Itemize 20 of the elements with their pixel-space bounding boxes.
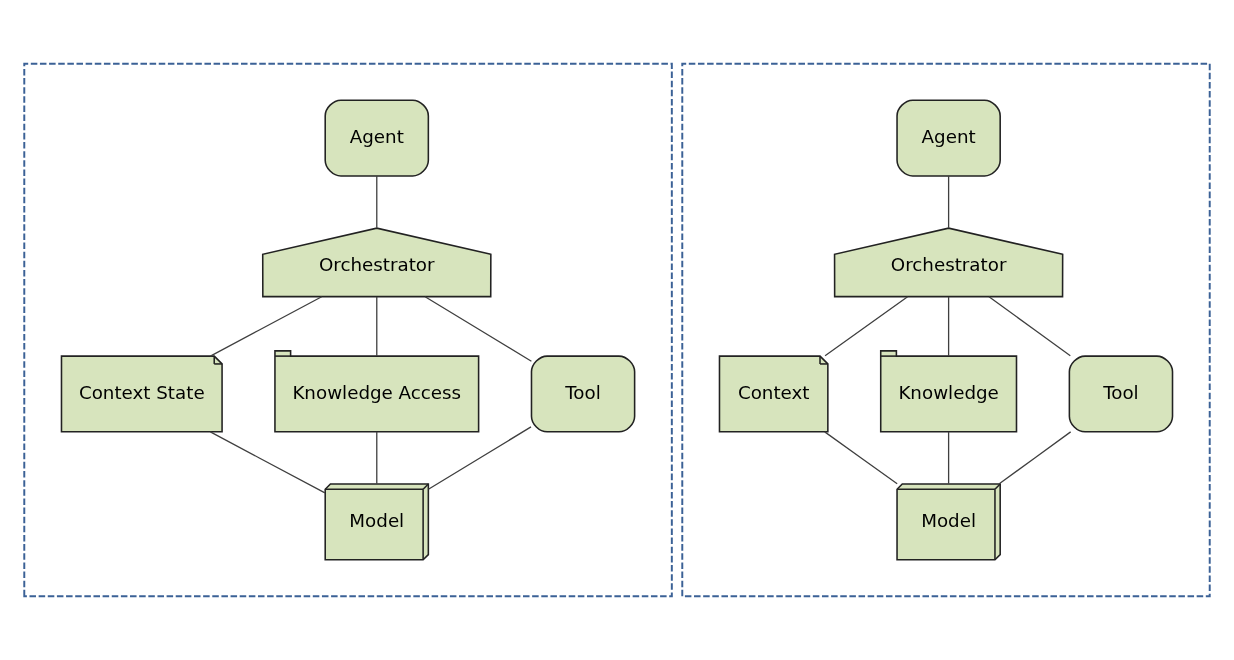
node-box: Tool — [1068, 355, 1174, 433]
connector — [376, 431, 378, 485]
node-box: Agent — [324, 99, 430, 177]
connector — [824, 296, 909, 357]
connector — [424, 296, 533, 362]
connector — [947, 175, 950, 229]
connector — [376, 296, 378, 357]
connector — [947, 296, 950, 357]
node-box: Tool — [530, 355, 636, 433]
cluster — [23, 62, 673, 598]
connector — [824, 431, 898, 485]
connector — [209, 296, 323, 357]
connector — [988, 296, 1071, 357]
connector — [947, 431, 950, 485]
connector — [998, 431, 1072, 485]
node-box: Agent — [896, 99, 1001, 177]
connector — [376, 175, 378, 229]
connector — [209, 431, 326, 494]
connector — [427, 426, 532, 490]
cluster — [681, 62, 1211, 598]
